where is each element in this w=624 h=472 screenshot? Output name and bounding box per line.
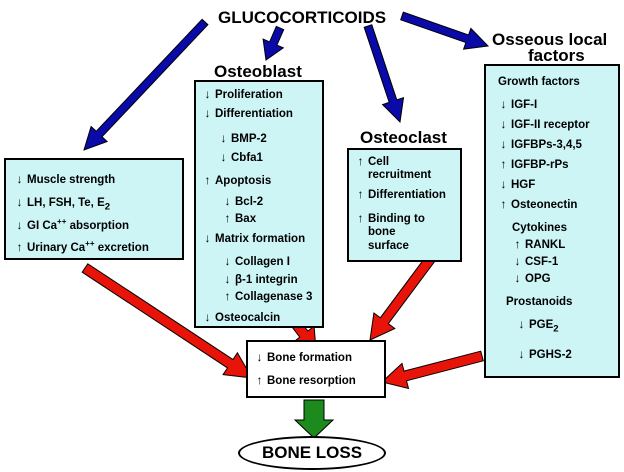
down-arrow-icon: ↓ [224,272,231,286]
arrow-osteoclast-to-bone [369,250,439,341]
arrow-to-systemic [83,18,209,151]
up-arrow-icon: ↑ [357,211,364,225]
list-item: ↓Differentiation [202,107,293,121]
section-heading: Growth factors [498,76,580,88]
list-item: surface [368,240,409,252]
list-item: ↑RANKL [512,237,566,252]
down-arrow-icon: ↓ [16,172,23,186]
up-arrow-icon: ↑ [357,154,364,168]
list-item: ↓BMP-2 [218,132,267,146]
up-arrow-icon: ↑ [16,240,23,254]
down-arrow-icon: ↓ [204,87,211,101]
list-item: ↑IGFBP-rPs [498,158,569,172]
down-arrow-icon: ↓ [256,350,263,364]
down-arrow-icon: ↓ [518,347,525,361]
down-arrow-icon: ↓ [514,254,521,268]
down-arrow-icon: ↓ [204,106,211,120]
list-item: ↓IGFBPs-3,4,5 [498,138,582,152]
list-item: ↓Muscle strength [14,172,116,187]
up-arrow-icon: ↑ [514,237,521,251]
systemic-effects-box: ↓Muscle strength ↓LH, FSH, Te, E2 ↓GI Ca… [4,158,184,260]
arrow-to-bone-loss [293,399,335,439]
arrow-systemic-to-bone [81,263,253,379]
down-arrow-icon: ↓ [204,310,211,324]
down-arrow-icon: ↓ [16,218,23,232]
down-arrow-icon: ↓ [500,137,507,151]
up-arrow-icon: ↑ [357,187,364,201]
list-item: ↓IGF-I [498,97,538,112]
list-item: ↓Osteocalcin [202,310,281,325]
down-arrow-icon: ↓ [500,177,507,191]
list-item: ↓Proliferation [202,88,283,102]
list-item: ↑Binding to [355,212,425,226]
osseous-factors-box: Growth factors ↓IGF-I ↓IGF-II receptor ↓… [484,64,620,378]
list-item: ↑Differentiation [355,188,446,202]
down-arrow-icon: ↓ [220,131,227,145]
list-item: ↑Bax [222,211,257,226]
list-item: ↓Bone formation [254,351,352,365]
up-arrow-icon: ↑ [256,373,263,387]
down-arrow-icon: ↓ [220,150,227,164]
section-heading: Prostanoids [506,296,573,308]
arrow-to-osseous [400,11,490,50]
osteoclast-box: ↑Cell recruitment ↑Differentiation ↑Bind… [347,148,462,262]
down-arrow-icon: ↓ [514,271,521,285]
list-item: ↓Cbfa1 [218,151,263,165]
down-arrow-icon: ↓ [224,194,231,208]
list-item: ↑Urinary Ca++ excretion [14,240,149,255]
list-item: ↑Osteonectin [498,197,578,212]
bone-turnover-box: ↓Bone formation ↑Bone resorption [246,340,386,398]
down-arrow-icon: ↓ [16,195,23,209]
up-arrow-icon: ↑ [204,173,211,187]
up-arrow-icon: ↑ [500,157,507,171]
osteoblast-box: ↓Proliferation ↓Differentiation ↓BMP-2 ↓… [194,80,324,328]
down-arrow-icon: ↓ [518,317,525,331]
osteoblast-title: Osteoblast [214,62,302,81]
arrow-to-osteoclast [363,24,405,124]
list-item: ↓Collagen I [222,255,290,269]
list-item: ↓PGE2 [516,318,559,335]
list-item: bone [368,226,396,238]
list-item: recruitment [368,169,432,181]
up-arrow-icon: ↑ [500,197,507,211]
down-arrow-icon: ↓ [204,231,211,245]
arrow-to-osteoblast [262,25,285,61]
list-item: ↓Bcl-2 [222,194,264,209]
osseous-title-line2: factors [528,46,585,65]
list-item: ↑Apoptosis [202,173,272,188]
list-item: ↓PGHS-2 [516,348,572,362]
title-glucocorticoids: GLUCOCORTICOIDS [218,8,387,27]
osseous-title-line1: Osseous local [492,30,608,49]
down-arrow-icon: ↓ [500,97,507,111]
up-arrow-icon: ↑ [224,211,231,225]
list-item: ↓HGF [498,177,536,192]
list-item: ↑Bone resorption [254,374,356,388]
list-item: ↑Collagenase 3 [222,289,313,304]
arrow-osseous-to-bone [380,350,484,390]
list-item: ↓Matrix formation [202,231,306,246]
list-item: ↓GI Ca++ absorption [14,218,130,233]
list-item: ↓IGF-II receptor [498,118,590,132]
list-item: ↓OPG [512,272,551,286]
bone-loss-oval: BONE LOSS [238,436,386,470]
section-heading: Cytokines [512,222,567,234]
up-arrow-icon: ↑ [224,289,231,303]
list-item: ↓β-1 integrin [222,273,298,287]
down-arrow-icon: ↓ [224,254,231,268]
list-item: ↓CSF-1 [512,254,559,269]
list-item: ↑Cell [355,154,390,169]
list-item: ↓LH, FSH, Te, E2 [14,195,111,213]
osteoclast-title: Osteoclast [360,128,447,147]
down-arrow-icon: ↓ [500,117,507,131]
